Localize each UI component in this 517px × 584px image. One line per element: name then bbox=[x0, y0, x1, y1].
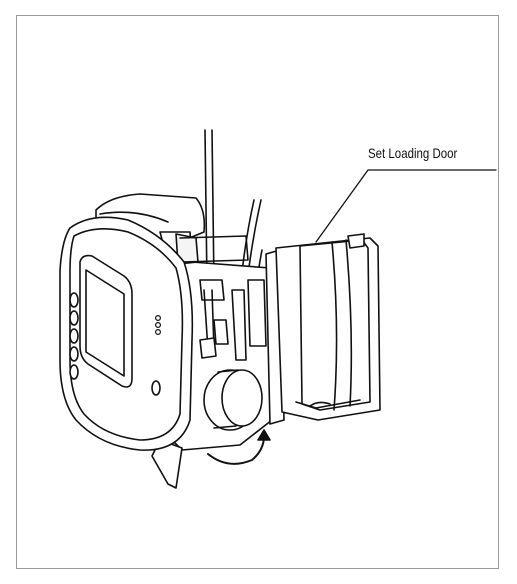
rotation-arrow-icon bbox=[207, 429, 271, 465]
display-screen bbox=[79, 254, 133, 388]
indicator-lights bbox=[155, 315, 162, 336]
rotor-knob bbox=[203, 369, 263, 431]
set-loading-door bbox=[275, 233, 381, 421]
keypad-buttons bbox=[69, 292, 161, 396]
callout-leader-line bbox=[315, 169, 497, 243]
set-channel bbox=[199, 279, 267, 361]
set-loading-door-label: Set Loading Door bbox=[368, 145, 458, 161]
figure-frame bbox=[16, 15, 499, 569]
